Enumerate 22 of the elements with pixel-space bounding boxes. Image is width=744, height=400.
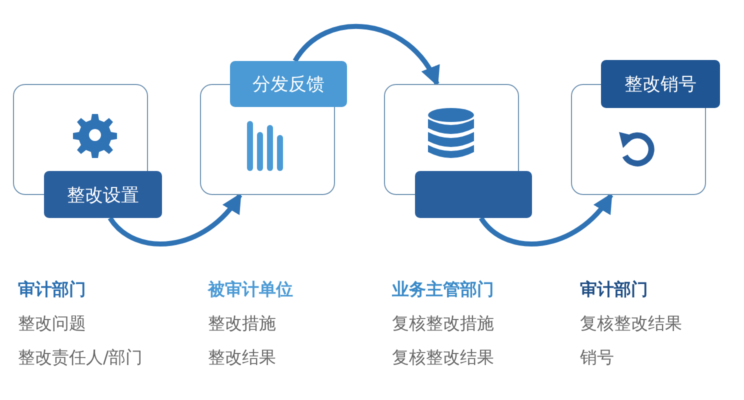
process-card <box>200 61 347 195</box>
column-heading: 审计部门 <box>18 279 86 301</box>
process-card <box>13 84 162 218</box>
list-item: 复核整改结果 <box>580 313 682 335</box>
column-heading: 审计部门 <box>580 279 648 301</box>
list-item: 复核整改结果 <box>392 347 494 369</box>
column-heading: 被审计单位 <box>208 279 293 301</box>
list-item: 复核整改措施 <box>392 313 494 335</box>
curved-arrow <box>479 192 614 246</box>
label-tag: 整改销号 <box>601 60 720 108</box>
list-item: 销号 <box>580 347 614 369</box>
label-tag: 整改设置 <box>44 171 162 218</box>
list-item: 整改措施 <box>208 313 276 335</box>
process-card <box>384 84 532 218</box>
list-item: 整改问题 <box>18 313 86 335</box>
curved-arrow <box>108 192 242 246</box>
list-item: 整改结果 <box>208 347 276 369</box>
process-card <box>571 60 720 195</box>
label-tag: 分发反馈 <box>230 61 347 107</box>
list-item: 整改责任人/部门 <box>18 347 143 369</box>
curved-arrow <box>292 24 440 86</box>
column-heading: 业务主管部门 <box>392 279 494 301</box>
